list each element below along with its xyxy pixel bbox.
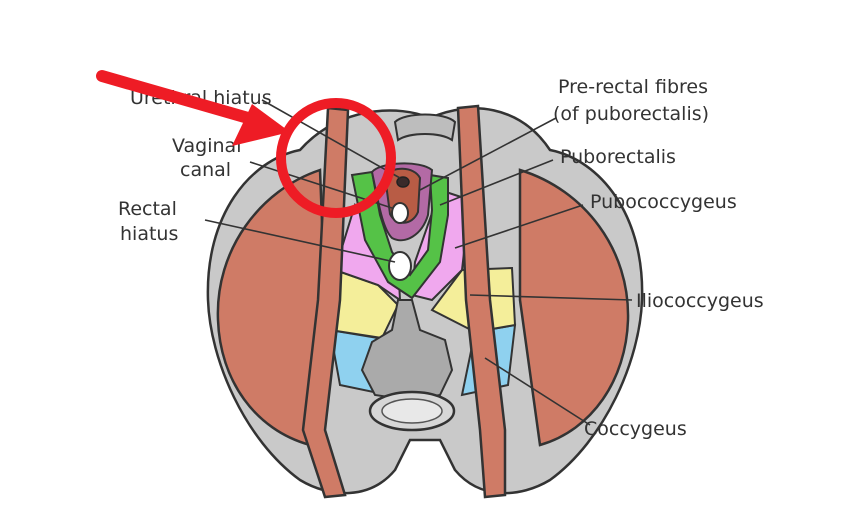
- label-puborectalis: Puborectalis: [560, 146, 676, 168]
- label-vaginal-canal-line2: canal: [180, 159, 231, 181]
- label-vaginal-canal-line1: Vaginal: [172, 135, 241, 157]
- annotation-overlay: [96, 70, 396, 218]
- leader-puborectalis: [439, 159, 554, 206]
- leader-iliococcygeus: [469, 294, 633, 301]
- obturator-internus-left: [216, 168, 327, 447]
- vaginal-opening: [391, 202, 409, 224]
- tendinous-arch-left: [301, 106, 350, 499]
- obturator-internus-right: [518, 168, 630, 447]
- annotation-arrow-shaft: [96, 70, 268, 128]
- label-iliococcygeus: Iliococcygeus: [636, 290, 764, 312]
- rectal-hiatus-opening: [388, 251, 412, 281]
- leader-urethral-hiatus: [261, 99, 401, 179]
- label-coccygeus: Coccygeus: [584, 418, 687, 440]
- sacral-canal: [381, 398, 443, 424]
- label-rectal-hiatus-line2: hiatus: [120, 223, 178, 245]
- label-pre-rectal-line2: (of puborectalis): [553, 103, 709, 125]
- tendinous-arch-right: [456, 104, 507, 499]
- label-pre-rectal-line1: Pre-rectal fibres: [558, 76, 708, 98]
- label-pubococcygeus: Pubococcygeus: [590, 191, 737, 213]
- annotation-circle: [276, 98, 396, 218]
- label-rectal-hiatus-line1: Rectal: [118, 198, 177, 220]
- pubic-symphysis: [393, 113, 457, 142]
- annotation-arrow-head: [232, 104, 290, 146]
- leader-pubococcygeus: [454, 204, 584, 249]
- leader-coccygeus: [484, 357, 591, 426]
- leader-lines: [204, 99, 633, 426]
- leader-rectal-hiatus: [204, 219, 396, 263]
- leader-pre-rectal: [419, 117, 557, 191]
- urethral-hiatus-opening: [396, 176, 410, 188]
